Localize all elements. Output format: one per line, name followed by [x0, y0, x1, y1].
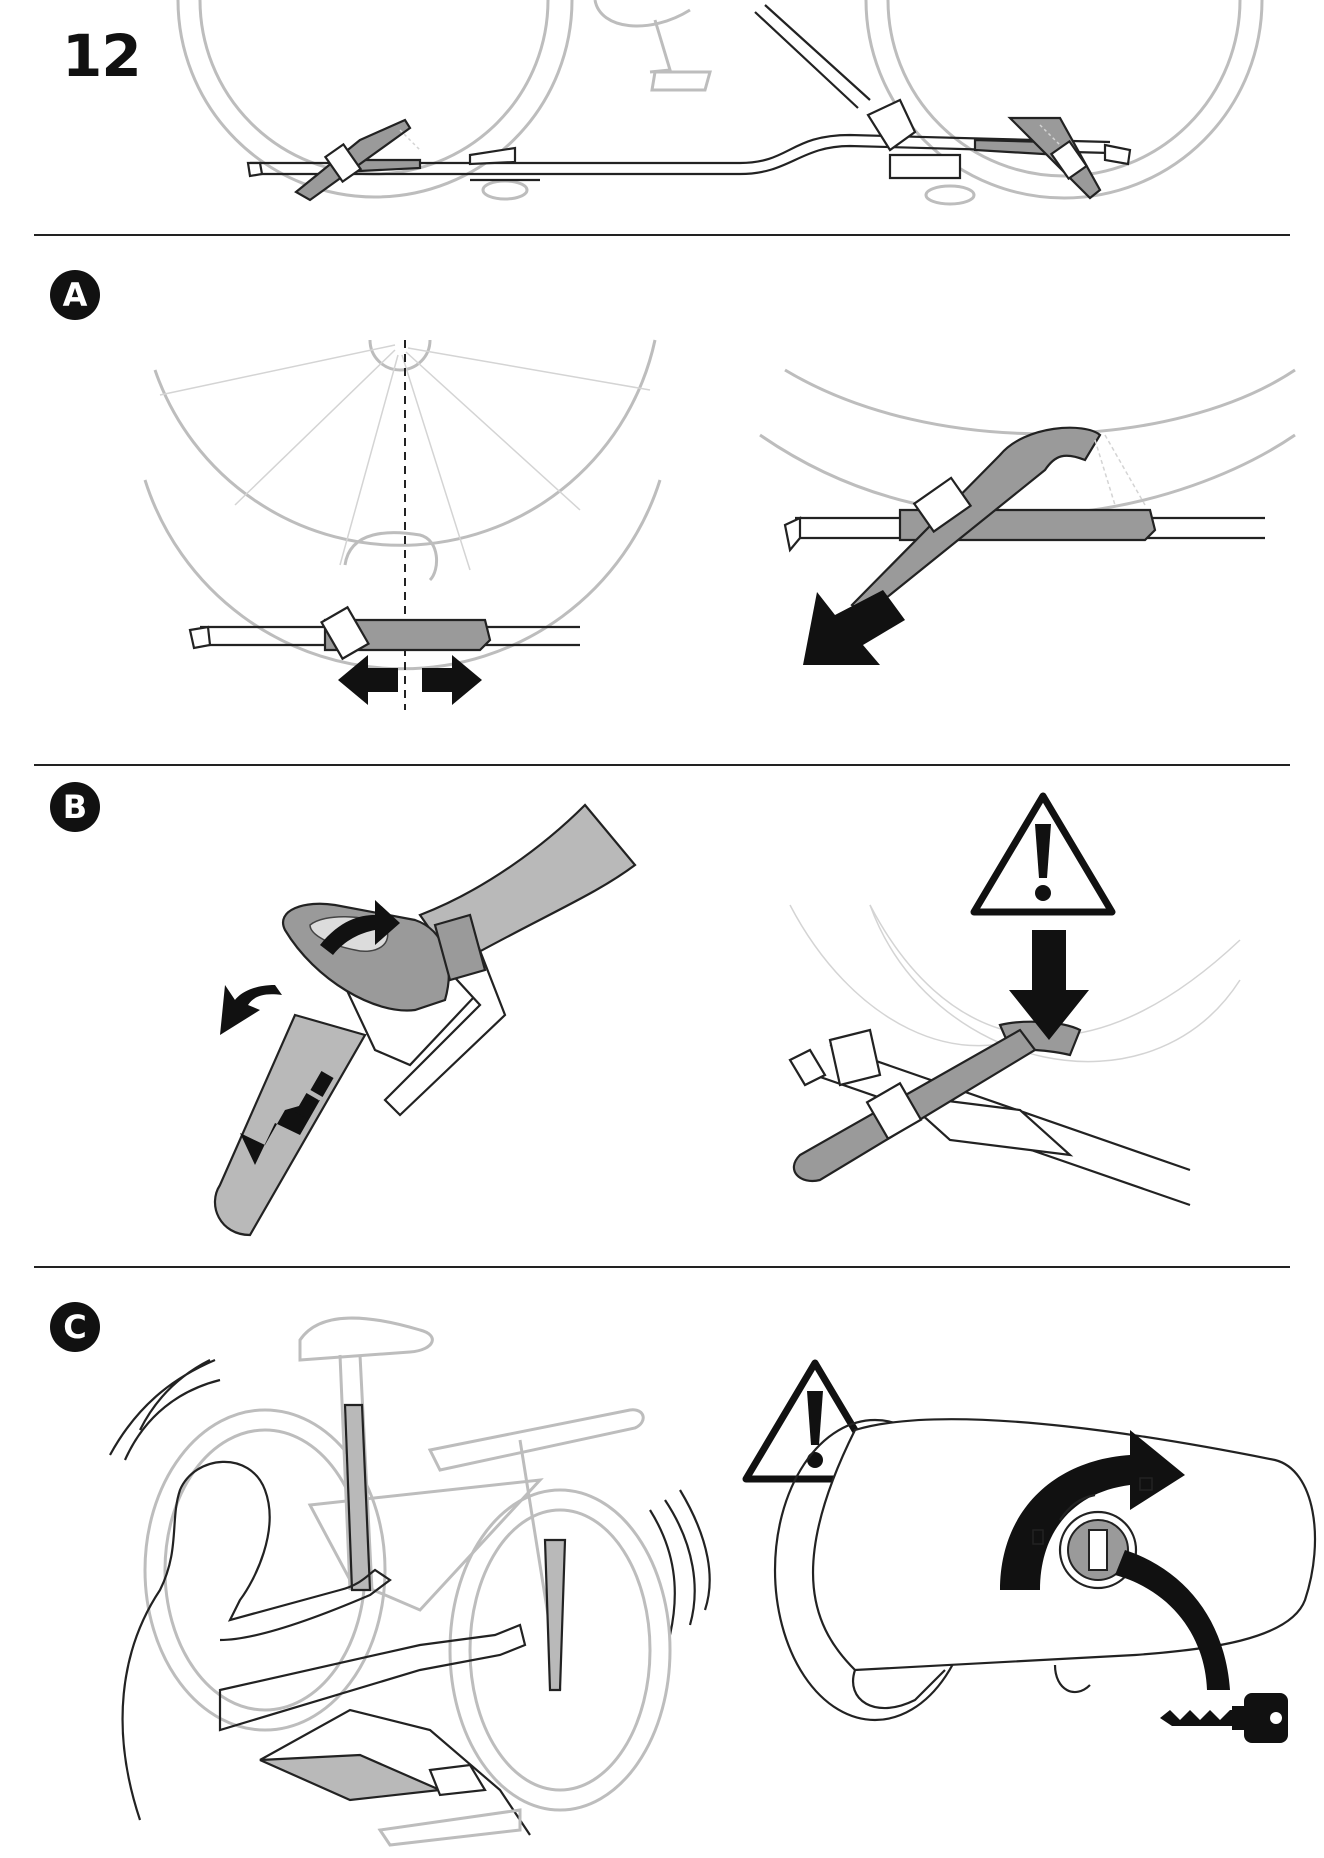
step-number: 12	[62, 22, 142, 90]
section-c-right-illustration	[773, 1418, 1317, 1722]
overview-illustration	[176, 0, 1264, 206]
section-a-left-illustration	[143, 339, 662, 710]
divider-a	[34, 764, 1290, 766]
section-badge-b: B	[50, 782, 100, 832]
section-a-right-illustration	[759, 368, 1296, 665]
key-icon	[1160, 1693, 1288, 1743]
warning-triangle-icon	[970, 792, 1116, 916]
section-b-right-illustration	[788, 904, 1241, 1207]
section-badge-a: A	[50, 270, 100, 320]
down-arrow-icon	[1009, 930, 1089, 1040]
divider-b	[34, 1266, 1290, 1268]
section-b-left-illustration	[213, 803, 637, 1237]
divider-top	[34, 234, 1290, 236]
section-c-left-illustration	[109, 1316, 711, 1847]
section-badge-c: C	[50, 1302, 100, 1352]
